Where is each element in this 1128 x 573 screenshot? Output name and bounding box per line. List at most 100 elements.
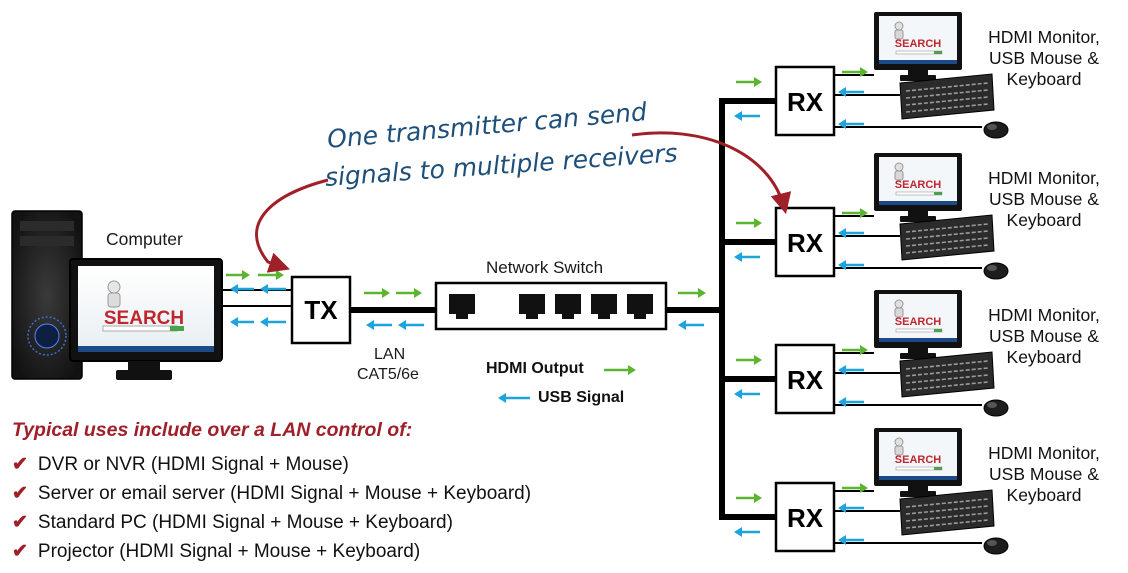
- rx-label: RX: [787, 228, 824, 258]
- hdmi-arrow-icon: [396, 288, 422, 298]
- receiver-device-description: HDMI Monitor,USB Mouse &Keyboard: [974, 305, 1114, 368]
- rx-label: RX: [787, 365, 824, 395]
- legend-arrows: [498, 365, 636, 403]
- mouse-icon: [983, 121, 1009, 139]
- hdmi-arrow-icon: [226, 270, 250, 280]
- hdmi-arrow-icon: [678, 288, 706, 298]
- mouse-icon: [983, 399, 1009, 417]
- checkmark-icon: ✔: [12, 541, 28, 562]
- computer-screen-search-text: SEARCH: [104, 308, 184, 329]
- usb-arrow-icon: [838, 397, 864, 407]
- rx-box: RX: [774, 481, 836, 553]
- receiver-description-line: HDMI Monitor,: [988, 305, 1100, 325]
- legend-hdmi-output: HDMI Output: [486, 360, 584, 377]
- receiver-description-line: USB Mouse &: [989, 48, 1099, 68]
- rx-box: RX: [774, 343, 836, 415]
- hdmi-arrow-icon: [842, 208, 868, 218]
- tx-box: TX: [290, 275, 352, 345]
- usb-arrow-icon: [838, 119, 864, 129]
- usb-arrow-icon: [366, 320, 392, 330]
- lan-label: LAN: [374, 346, 406, 363]
- keyboard-icon: [899, 351, 995, 398]
- cat-cable-label: CAT5/6e: [357, 366, 419, 383]
- receiver-description-line: HDMI Monitor,: [988, 168, 1100, 188]
- rx-box: RX: [774, 206, 836, 278]
- mouse-icon: [983, 262, 1009, 280]
- rx-label: RX: [787, 87, 824, 117]
- receiver-monitor-icon: SEARCH: [874, 290, 962, 359]
- hdmi-arrow-icon: [842, 483, 868, 493]
- tx-label: TX: [304, 295, 338, 325]
- hdmi-arrow-icon: [736, 355, 762, 365]
- use-item-text: Projector (HDMI Signal + Mouse + Keyboar…: [37, 541, 421, 562]
- usb-arrow-icon: [838, 503, 864, 513]
- usb-arrow-icon: [398, 320, 424, 330]
- receiver-device-description: HDMI Monitor,USB Mouse &Keyboard: [974, 443, 1114, 506]
- usb-arrow-icon: [838, 228, 864, 238]
- usb-arrow-icon: [678, 320, 704, 330]
- checkmark-icon: ✔: [12, 512, 28, 533]
- usb-arrow-icon: [260, 317, 286, 327]
- hdmi-arrow-icon: [842, 67, 868, 77]
- computer-tower-icon: [11, 210, 83, 380]
- receiver-monitor-icon: SEARCH: [874, 153, 962, 222]
- keyboard-icon: [899, 489, 995, 536]
- usb-arrow-icon: [734, 252, 760, 262]
- switch-port-icon: [591, 294, 617, 319]
- computer-label: Computer: [106, 229, 183, 249]
- receiver-description-line: Keyboard: [1006, 210, 1082, 230]
- usb-arrow-icon: [734, 111, 760, 121]
- receiver-description-line: USB Mouse &: [989, 464, 1099, 484]
- usb-arrow-icon: [734, 527, 760, 537]
- use-item-text: DVR or NVR (HDMI Signal + Mouse): [37, 454, 349, 475]
- usb-arrow-icon: [260, 284, 286, 294]
- receiver-description-line: USB Mouse &: [989, 326, 1099, 346]
- usb-arrow-icon: [230, 284, 254, 294]
- hdmi-arrow-icon: [842, 345, 868, 355]
- receiver-screen-search-text: SEARCH: [895, 454, 942, 466]
- usb-arrow-icon: [838, 87, 864, 97]
- hdmi-arrow-icon: [736, 493, 762, 503]
- hdmi-arrow-icon: [736, 218, 762, 228]
- keyboard-icon: [899, 73, 995, 120]
- receiver-screen-search-text: SEARCH: [895, 38, 942, 50]
- use-list-item: ✔ Standard PC (HDMI Signal + Mouse + Keyb…: [12, 511, 453, 534]
- receiver-description-line: Keyboard: [1006, 347, 1082, 367]
- switch-port-icon: [519, 294, 545, 319]
- receiver-description-line: Keyboard: [1006, 69, 1082, 89]
- use-item-text: Server or email server (HDMI Signal + Mo…: [37, 483, 532, 504]
- hdmi-arrow-icon: [258, 270, 284, 280]
- switch-port-icon: [449, 294, 475, 319]
- receiver-screen-search-text: SEARCH: [895, 179, 942, 191]
- receiver-description-line: USB Mouse &: [989, 189, 1099, 209]
- usb-arrow-icon: [838, 535, 864, 545]
- use-list-item: ✔ DVR or NVR (HDMI Signal + Mouse): [12, 453, 349, 476]
- usb-arrow-icon: [838, 365, 864, 375]
- receiver-description-line: Keyboard: [1006, 485, 1082, 505]
- use-list-item: ✔ Server or email server (HDMI Signal + M…: [12, 482, 531, 505]
- keyboard-icon: [899, 214, 995, 261]
- switch-port-icon: [555, 294, 581, 319]
- usb-arrow-icon: [734, 389, 760, 399]
- uses-title: Typical uses include over a LAN control …: [12, 419, 413, 441]
- network-switch-label: Network Switch: [486, 258, 604, 277]
- legend-usb-signal: USB Signal: [538, 389, 625, 406]
- rx-box: RX: [774, 65, 836, 137]
- receiver-device-description: HDMI Monitor,USB Mouse &Keyboard: [974, 168, 1114, 231]
- checkmark-icon: ✔: [12, 483, 28, 504]
- usb-arrow-icon: [230, 317, 254, 327]
- mouse-icon: [983, 537, 1009, 555]
- use-item-text: Standard PC (HDMI Signal + Mouse + Keybo…: [37, 512, 453, 533]
- checkmark-icon: ✔: [12, 454, 28, 475]
- receiver-description-line: HDMI Monitor,: [988, 443, 1100, 463]
- receiver-device-description: HDMI Monitor,USB Mouse &Keyboard: [974, 27, 1114, 90]
- hdmi-arrow-icon: [736, 77, 762, 87]
- callout-arrows: [255, 131, 792, 273]
- receiver-description-line: HDMI Monitor,: [988, 27, 1100, 47]
- receiver-monitor-icon: SEARCH: [874, 12, 962, 81]
- receiver-monitor-icon: SEARCH: [874, 428, 962, 497]
- hdmi-arrow-icon: [364, 288, 390, 298]
- computer-monitor-icon: [69, 258, 223, 380]
- usb-arrow-icon: [838, 260, 864, 270]
